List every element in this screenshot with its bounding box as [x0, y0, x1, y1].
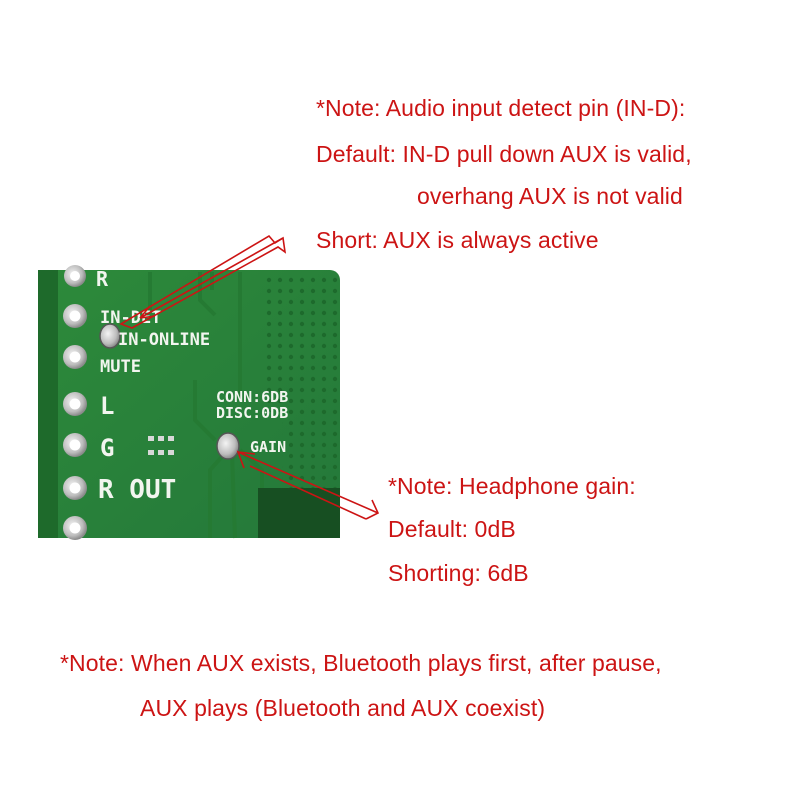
label-gain: GAIN — [250, 438, 286, 456]
note-gain-line2: Default: 0dB — [388, 516, 516, 542]
label-conn: CONN:6DB — [216, 388, 288, 406]
note-audio-detect-line4: Short: AUX is always active — [316, 227, 599, 253]
component-pad — [258, 488, 340, 538]
label-r-out: R OUT — [98, 475, 176, 505]
gain-jumper — [216, 432, 240, 460]
label-disc: DISC:0DB — [216, 404, 288, 422]
note-audio-detect-line3: overhang AUX is not valid — [417, 183, 683, 209]
ground-pour-lower — [282, 410, 338, 490]
via-cluster — [148, 436, 174, 455]
ground-pour — [262, 272, 338, 412]
note-coexist-line2: AUX plays (Bluetooth and AUX coexist) — [140, 695, 546, 721]
note-audio-detect-line1: *Note: Audio input detect pin (IN-D): — [316, 95, 686, 121]
label-mute: MUTE — [100, 357, 141, 377]
label-in-online: IN-ONLINE — [118, 330, 210, 350]
label-l: L — [100, 392, 114, 420]
note-audio-detect-line2: Default: IN-D pull down AUX is valid, — [316, 141, 692, 167]
note-coexist-line1: *Note: When AUX exists, Bluetooth plays … — [60, 650, 662, 676]
note-gain-line3: Shorting: 6dB — [388, 560, 529, 586]
pcb-edge — [38, 270, 58, 538]
label-r-top: R — [96, 267, 109, 291]
arrow-in-det — [119, 234, 287, 329]
label-g: G — [100, 434, 114, 462]
arrow-gain — [236, 450, 380, 520]
in-det-jumper — [99, 323, 121, 349]
header-pins — [63, 265, 87, 540]
note-gain-line1: *Note: Headphone gain: — [388, 473, 636, 499]
